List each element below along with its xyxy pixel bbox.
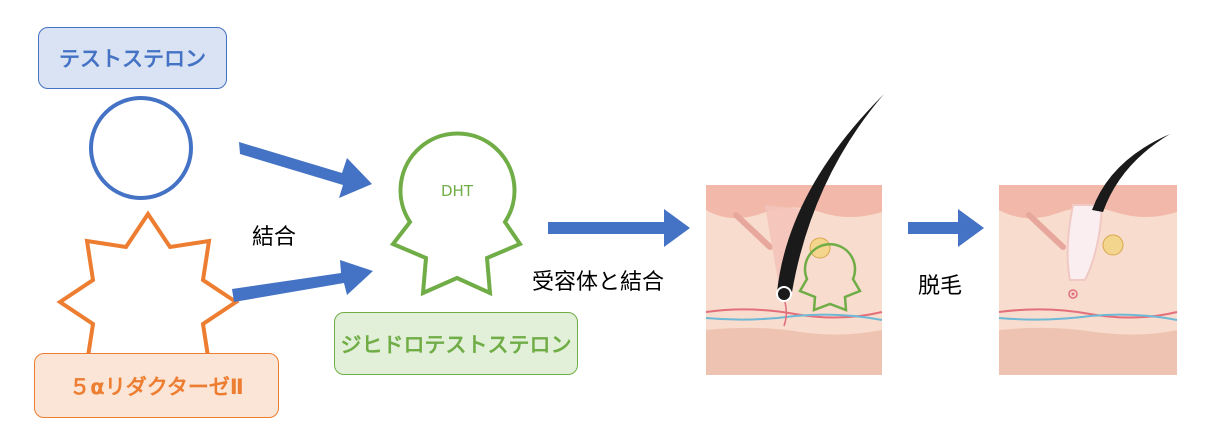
- dht-text: DHT: [441, 182, 474, 200]
- hair-strand-1: [777, 94, 884, 292]
- skin-panel-hair-loss: [998, 134, 1178, 375]
- testosterone-label-box: テストステロン: [38, 27, 227, 89]
- reductase-label-box: ５αリダクターゼⅡ: [34, 353, 279, 418]
- binding-label: 結合: [252, 225, 297, 250]
- arrow-to-hair-loss: [908, 209, 984, 247]
- small-dht-icon: [798, 242, 862, 312]
- testosterone-circle-icon: [89, 96, 193, 200]
- hair-strand-2: [1092, 134, 1170, 212]
- testosterone-label: テストステロン: [59, 47, 206, 71]
- arrow-testosterone-to-dht: [239, 142, 372, 198]
- dht-shape-icon: [389, 131, 524, 297]
- reductase-label: ５αリダクターゼⅡ: [69, 374, 244, 399]
- skin-panel-receptor: [705, 94, 884, 375]
- dihydrotestosterone-label-box: ジヒドロテストステロン: [334, 312, 578, 375]
- dihydrotestosterone-label: ジヒドロテストステロン: [340, 332, 572, 357]
- arrow-reductase-to-dht: [232, 260, 373, 302]
- arrow-dht-to-skin: [548, 209, 690, 247]
- hair-loss-label: 脱毛: [918, 274, 963, 299]
- receptor-binding-label: 受容体と結合: [532, 270, 665, 295]
